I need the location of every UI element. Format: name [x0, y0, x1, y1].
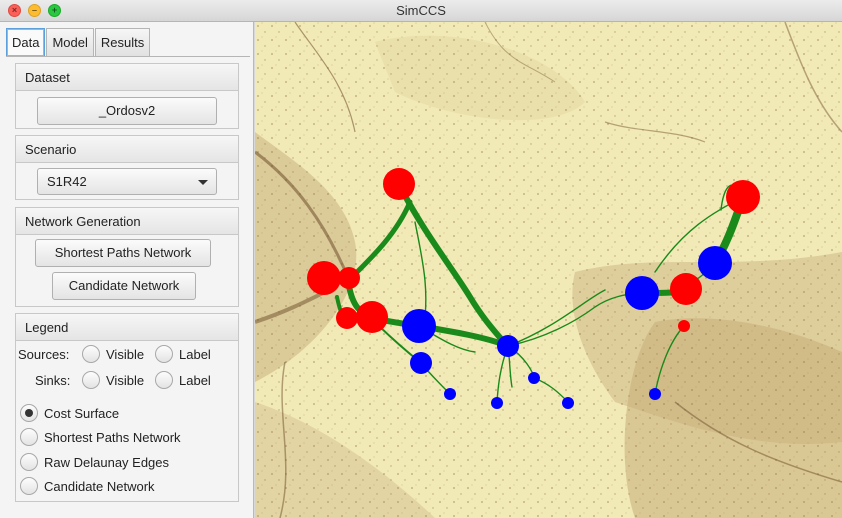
shortest-paths-network-button[interactable]: Shortest Paths Network	[35, 239, 211, 267]
dataset-title: Dataset	[16, 64, 238, 91]
source-node[interactable]	[307, 261, 341, 295]
sinks-label-radio[interactable]	[155, 371, 173, 389]
window-title: SimCCS	[396, 3, 446, 18]
source-node[interactable]	[336, 307, 358, 329]
layer-raw-delaunay-radio[interactable]	[20, 453, 38, 471]
scenario-group: Scenario S1R42	[15, 135, 239, 200]
tab-model[interactable]: Model	[46, 28, 94, 56]
layer-shortest-paths-radio[interactable]	[20, 428, 38, 446]
sink-node[interactable]	[698, 246, 732, 280]
sink-node[interactable]	[649, 388, 661, 400]
sink-node[interactable]	[491, 397, 503, 409]
network-generation-title: Network Generation	[16, 208, 238, 235]
source-node[interactable]	[356, 301, 388, 333]
legend-title: Legend	[16, 314, 238, 341]
tab-results[interactable]: Results	[94, 28, 151, 56]
sink-node[interactable]	[444, 388, 456, 400]
tab-bar: Data Model Results	[6, 28, 151, 56]
sink-node[interactable]	[625, 276, 659, 310]
network-generation-group: Network Generation Shortest Paths Networ…	[15, 207, 239, 307]
candidate-network-button[interactable]: Candidate Network	[52, 272, 196, 300]
map-view[interactable]	[255, 22, 842, 518]
title-bar: × – + SimCCS	[0, 0, 842, 22]
sources-label: Sources:	[18, 347, 70, 362]
source-node[interactable]	[338, 267, 360, 289]
scenario-select[interactable]: S1R42	[37, 168, 217, 195]
sources-visible-label: Visible	[106, 347, 145, 362]
sinks-visible-label: Visible	[106, 373, 145, 388]
sink-node[interactable]	[528, 372, 540, 384]
sink-node[interactable]	[402, 309, 436, 343]
layer-cost-surface-radio[interactable]	[20, 404, 38, 422]
layer-shortest-paths-label: Shortest Paths Network	[44, 430, 181, 445]
source-node[interactable]	[678, 320, 690, 332]
chevron-down-icon	[198, 180, 208, 185]
legend-group: Legend	[15, 313, 239, 502]
source-markers	[307, 168, 760, 333]
control-panel: Data Model Results Dataset _Ordosv2 Scen…	[0, 22, 254, 518]
sink-node[interactable]	[562, 397, 574, 409]
sources-label-radio[interactable]	[155, 345, 173, 363]
maximize-icon[interactable]: +	[48, 4, 61, 17]
sources-visible-radio[interactable]	[82, 345, 100, 363]
source-node[interactable]	[383, 168, 415, 200]
tab-data[interactable]: Data	[6, 28, 46, 56]
sink-node[interactable]	[410, 352, 432, 374]
minimize-icon[interactable]: –	[28, 4, 41, 17]
layer-raw-delaunay-label: Raw Delaunay Edges	[44, 455, 170, 470]
dataset-button[interactable]: _Ordosv2	[37, 97, 217, 125]
layer-candidate-network-radio[interactable]	[20, 477, 38, 495]
sources-label-option: Label	[179, 347, 211, 362]
tab-divider	[6, 56, 250, 57]
source-node[interactable]	[670, 273, 702, 305]
dataset-group: Dataset _Ordosv2	[15, 63, 239, 129]
scenario-title: Scenario	[16, 136, 238, 163]
source-node[interactable]	[726, 180, 760, 214]
close-icon[interactable]: ×	[8, 4, 21, 17]
sink-markers	[402, 246, 732, 409]
scenario-selected-value: S1R42	[47, 174, 87, 189]
sinks-label: Sinks:	[35, 373, 71, 388]
map-canvas[interactable]	[255, 22, 842, 518]
sink-node[interactable]	[497, 335, 519, 357]
layer-candidate-network-label: Candidate Network	[44, 479, 155, 494]
sinks-label-option: Label	[179, 373, 211, 388]
sinks-visible-radio[interactable]	[82, 371, 100, 389]
layer-cost-surface-label: Cost Surface	[44, 406, 120, 421]
